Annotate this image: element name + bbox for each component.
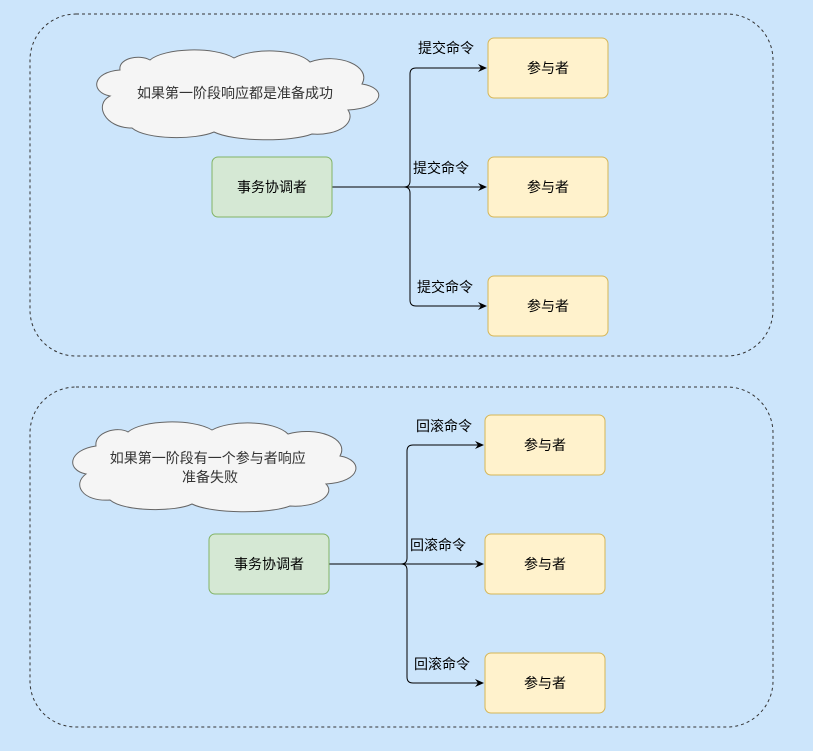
rollback-participant-node-3[interactable]: 参与者 — [484, 652, 606, 714]
participant-label: 参与者 — [527, 179, 569, 196]
commit-edge-bottom — [332, 186, 487, 310]
coordinator-box — [208, 533, 330, 595]
participant-box — [487, 37, 609, 99]
commit-note-line: 如果第一阶段响应都是准备成功 — [137, 85, 333, 102]
cloud-shape — [72, 421, 357, 513]
rollback-note-text: 如果第一阶段有一个参与者响应 准备失败 — [110, 450, 310, 486]
rollback-note-cloud: 如果第一阶段有一个参与者响应 准备失败 — [72, 421, 357, 513]
rollback-participant-node-1[interactable]: 参与者 — [484, 414, 606, 476]
participant-label: 参与者 — [524, 437, 566, 454]
rollback-note-line-2: 准备失败 — [182, 469, 238, 486]
commit-coordinator-node[interactable]: 事务协调者 — [211, 156, 333, 218]
participant-box — [484, 533, 606, 595]
cloud-shape — [96, 49, 380, 141]
coordinator-label: 事务协调者 — [237, 180, 307, 196]
rollback-coordinator-node[interactable]: 事务协调者 — [208, 533, 330, 595]
commit-participant-node-3[interactable]: 参与者 — [487, 275, 609, 337]
commit-edge-label-3: 提交命令 — [417, 279, 473, 296]
participant-label: 参与者 — [524, 675, 566, 692]
commit-participant-node-2[interactable]: 参与者 — [487, 156, 609, 218]
rollback-edge-label-3: 回滚命令 — [414, 656, 470, 673]
commit-group-border — [29, 13, 774, 357]
participant-label: 参与者 — [527, 60, 569, 77]
participant-label: 参与者 — [527, 298, 569, 315]
participant-box — [484, 414, 606, 476]
commit-edges — [332, 64, 487, 310]
rollback-group: 如果第一阶段有一个参与者响应 准备失败 回滚命令 回滚命令 回滚命令 事务协调者… — [29, 386, 774, 728]
commit-group: 如果第一阶段响应都是准备成功 提交命令 提交命令 提交命令 事务协调者 参与者 … — [29, 13, 774, 357]
rollback-edge-label-1: 回滚命令 — [416, 418, 472, 435]
rollback-group-border — [29, 386, 774, 728]
rollback-edge-bottom — [329, 563, 484, 687]
rollback-note-line-1: 如果第一阶段有一个参与者响应 — [110, 450, 306, 467]
commit-note-text: 如果第一阶段响应都是准备成功 — [137, 85, 333, 102]
rollback-edge-label-2: 回滚命令 — [410, 537, 466, 554]
rollback-participant-node-2[interactable]: 参与者 — [484, 533, 606, 595]
commit-participant-node-1[interactable]: 参与者 — [487, 37, 609, 99]
coordinator-box — [211, 156, 333, 218]
participant-box — [484, 652, 606, 714]
participant-label: 参与者 — [524, 556, 566, 573]
commit-note-cloud: 如果第一阶段响应都是准备成功 — [96, 49, 380, 141]
commit-edge-label-1: 提交命令 — [418, 40, 474, 57]
participant-box — [487, 275, 609, 337]
coordinator-label: 事务协调者 — [234, 557, 304, 573]
rollback-edges — [329, 441, 484, 687]
participant-box — [487, 156, 609, 218]
commit-edge-label-2: 提交命令 — [413, 160, 469, 177]
